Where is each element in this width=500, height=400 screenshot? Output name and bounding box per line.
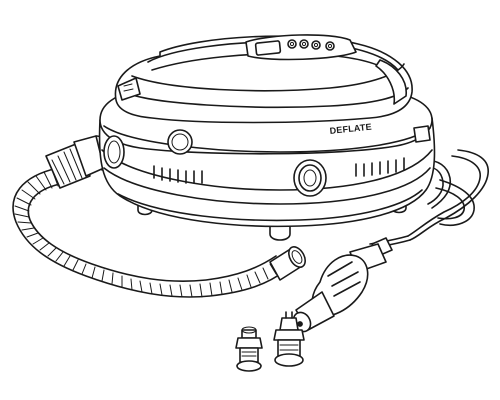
left-vents	[153, 165, 203, 184]
panel-button-2	[299, 39, 309, 49]
lcd-display	[254, 40, 282, 56]
valve-adapter-left	[235, 326, 263, 372]
inflate-port	[103, 135, 125, 169]
panel-button-4	[325, 41, 335, 51]
car-plug	[292, 237, 393, 333]
pump-body: DEFLATE	[98, 34, 436, 241]
hose-connector	[45, 135, 111, 189]
valve-adapter-right	[273, 311, 305, 367]
panel-button-1	[287, 39, 297, 49]
deflate-label: DEFLATE	[329, 122, 372, 136]
panel-button-3	[311, 40, 321, 50]
right-vents	[355, 157, 405, 177]
air-hose	[12, 167, 287, 298]
hose-nozzle	[269, 246, 306, 281]
